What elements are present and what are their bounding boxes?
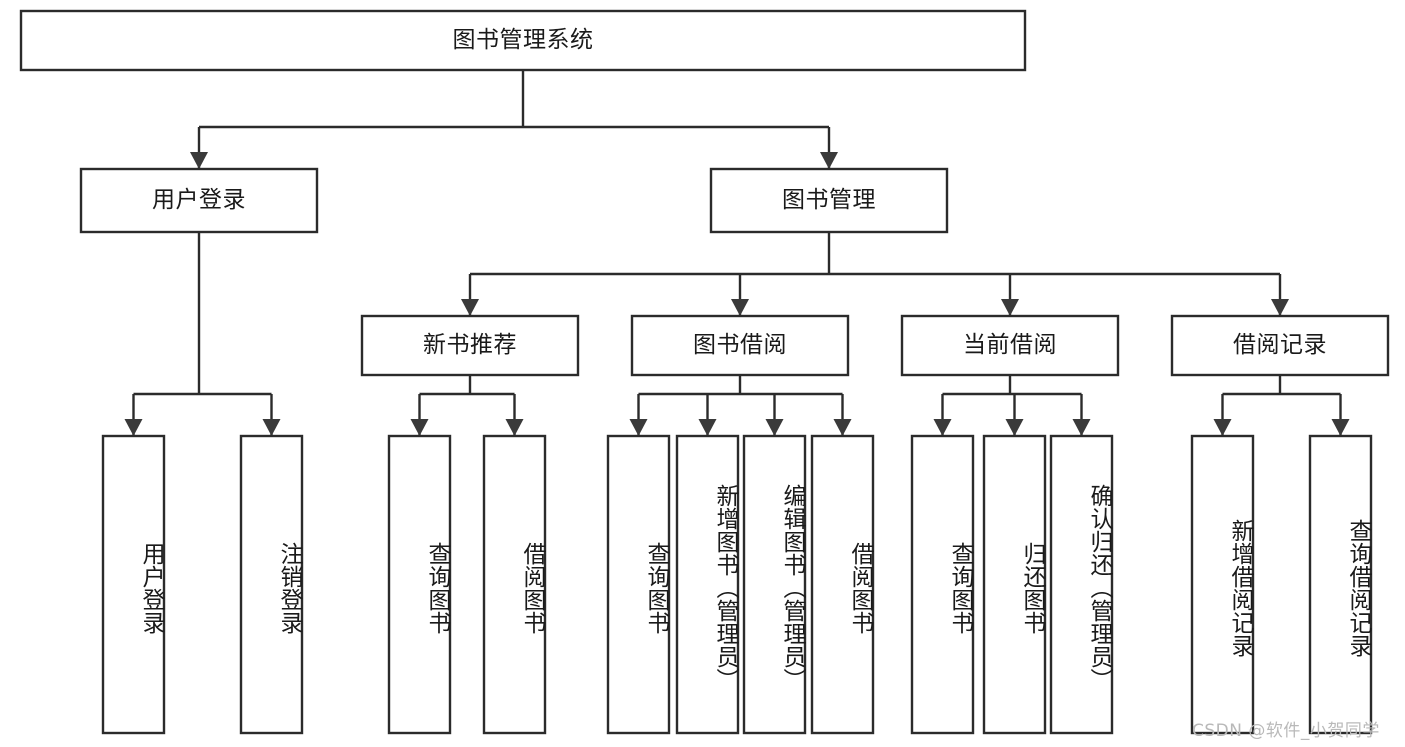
arrow-head-icon bbox=[1005, 419, 1024, 436]
node-box-leaf-add-book[interactable] bbox=[675, 434, 740, 735]
node-box-book-manage[interactable] bbox=[709, 167, 949, 234]
arrow-head-icon bbox=[933, 419, 952, 436]
arrow-head-icon bbox=[1331, 419, 1350, 436]
arrow-head-icon bbox=[731, 299, 749, 316]
arrow-head-icon bbox=[410, 419, 429, 436]
node-box-root[interactable] bbox=[19, 9, 1027, 72]
box-layer bbox=[19, 9, 1390, 735]
arrow-head-icon bbox=[698, 419, 717, 436]
arrow-head-icon bbox=[1072, 419, 1091, 436]
arrow-head-icon bbox=[262, 419, 281, 436]
node-box-leaf-logout[interactable] bbox=[239, 434, 304, 735]
node-box-leaf-query-record[interactable] bbox=[1308, 434, 1373, 735]
arrow-head-icon bbox=[461, 299, 479, 316]
arrow-head-icon bbox=[765, 419, 784, 436]
node-box-leaf-add-record[interactable] bbox=[1190, 434, 1255, 735]
node-box-current-borrow[interactable] bbox=[900, 314, 1120, 377]
node-box-book-borrow[interactable] bbox=[630, 314, 850, 377]
arrow-head-icon bbox=[629, 419, 648, 436]
node-box-borrow-record[interactable] bbox=[1170, 314, 1390, 377]
arrow-head-icon bbox=[505, 419, 524, 436]
node-box-leaf-edit-book[interactable] bbox=[742, 434, 807, 735]
node-box-leaf-query-book-2[interactable] bbox=[606, 434, 671, 735]
node-box-leaf-confirm-return[interactable] bbox=[1049, 434, 1114, 735]
edge-layer bbox=[124, 70, 1350, 436]
node-box-new-book-rec[interactable] bbox=[360, 314, 580, 377]
node-box-leaf-query-book-3[interactable] bbox=[910, 434, 975, 735]
arrow-head-icon bbox=[190, 152, 208, 169]
node-box-leaf-borrow-book-1[interactable] bbox=[482, 434, 547, 735]
node-box-leaf-borrow-book-2[interactable] bbox=[810, 434, 875, 735]
arrow-head-icon bbox=[833, 419, 852, 436]
node-box-leaf-return-book[interactable] bbox=[982, 434, 1047, 735]
arrow-head-icon bbox=[1271, 299, 1289, 316]
node-box-leaf-user-login[interactable] bbox=[101, 434, 166, 735]
arrow-head-icon bbox=[820, 152, 838, 169]
arrow-head-icon bbox=[1213, 419, 1232, 436]
arrow-head-icon bbox=[124, 419, 143, 436]
node-box-leaf-query-book-1[interactable] bbox=[387, 434, 452, 735]
arrow-head-icon bbox=[1001, 299, 1019, 316]
node-box-user-login[interactable] bbox=[79, 167, 319, 234]
